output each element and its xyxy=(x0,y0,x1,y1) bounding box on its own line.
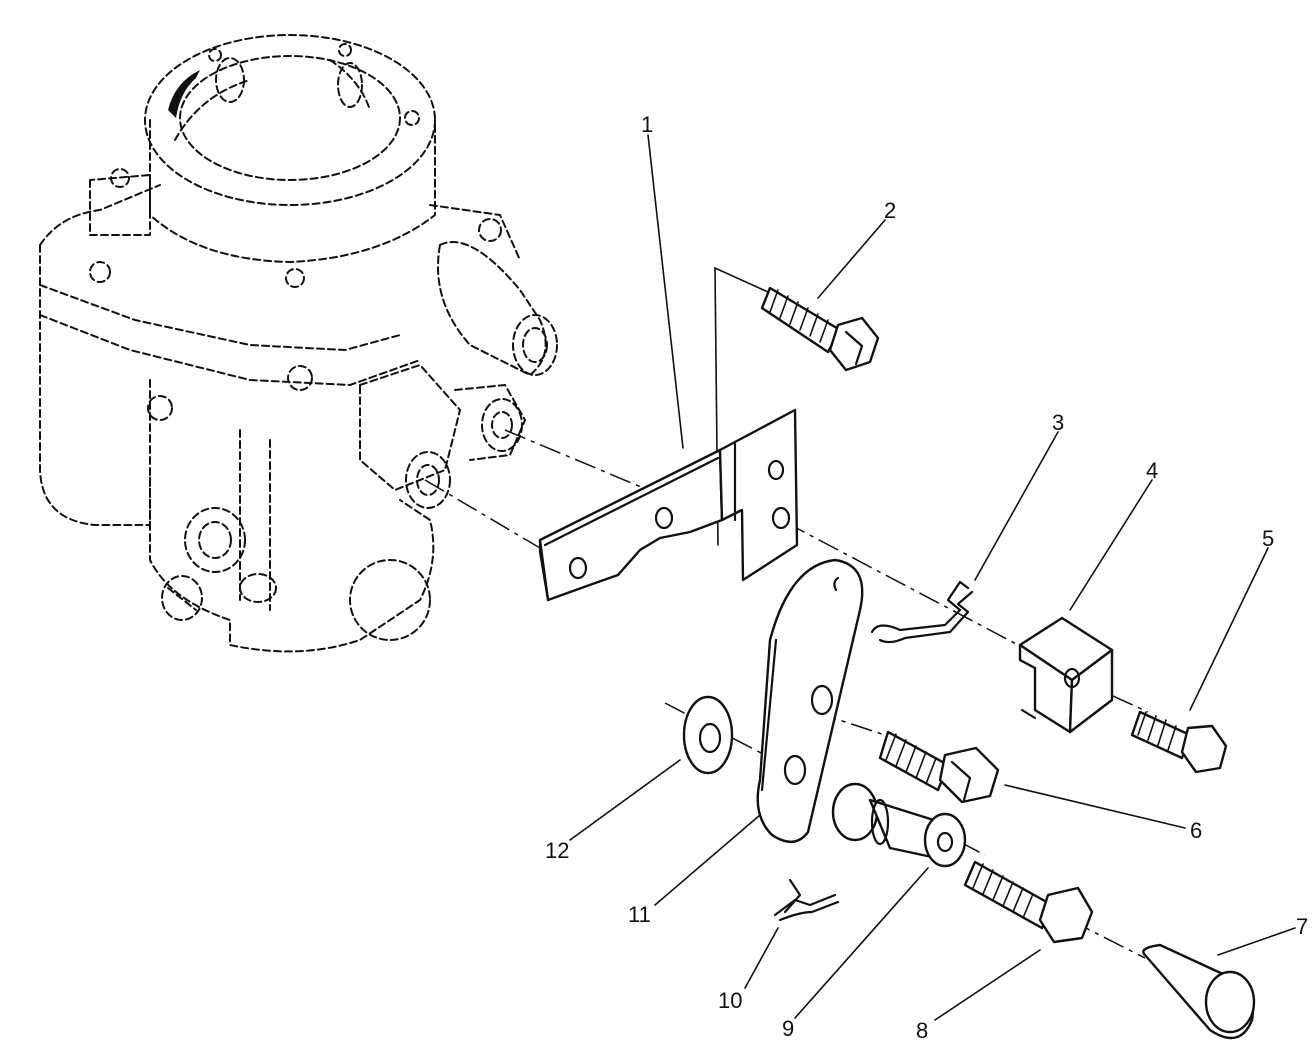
part-3-wire-clip xyxy=(870,580,974,644)
callout-4: 4 xyxy=(1146,458,1158,483)
part-4-clamp-block xyxy=(1018,616,1114,734)
part-2-hex-bolt xyxy=(760,286,880,372)
callout-2: 2 xyxy=(884,198,896,223)
part-5-hex-bolt xyxy=(1130,710,1228,774)
part-9-swivel-ferrule xyxy=(831,782,967,868)
callout-6: 6 xyxy=(1190,818,1202,843)
callout-1: 1 xyxy=(641,112,653,137)
part-7-end-cap xyxy=(1142,943,1256,1040)
callout-10: 10 xyxy=(718,988,742,1013)
part-1-bracket xyxy=(538,408,799,602)
part-11-link-plate xyxy=(756,558,864,843)
callout-3: 3 xyxy=(1052,410,1064,435)
callout-7: 7 xyxy=(1296,914,1308,939)
part-12-washer xyxy=(682,695,734,775)
part-6-hex-bolt xyxy=(878,730,1000,804)
callout-9: 9 xyxy=(782,1016,794,1041)
callout-labels: 1 2 3 4 5 6 7 8 9 10 11 12 xyxy=(545,112,1308,1043)
callout-8: 8 xyxy=(916,1018,928,1043)
callout-leaders xyxy=(569,134,1296,1021)
part-8-hex-bolt xyxy=(963,860,1094,944)
callout-5: 5 xyxy=(1262,526,1274,551)
callout-11: 11 xyxy=(628,902,651,927)
callout-12: 12 xyxy=(545,838,569,863)
part-10-hairpin-clip xyxy=(773,878,840,922)
carburetor-phantom-outline xyxy=(39,34,558,653)
